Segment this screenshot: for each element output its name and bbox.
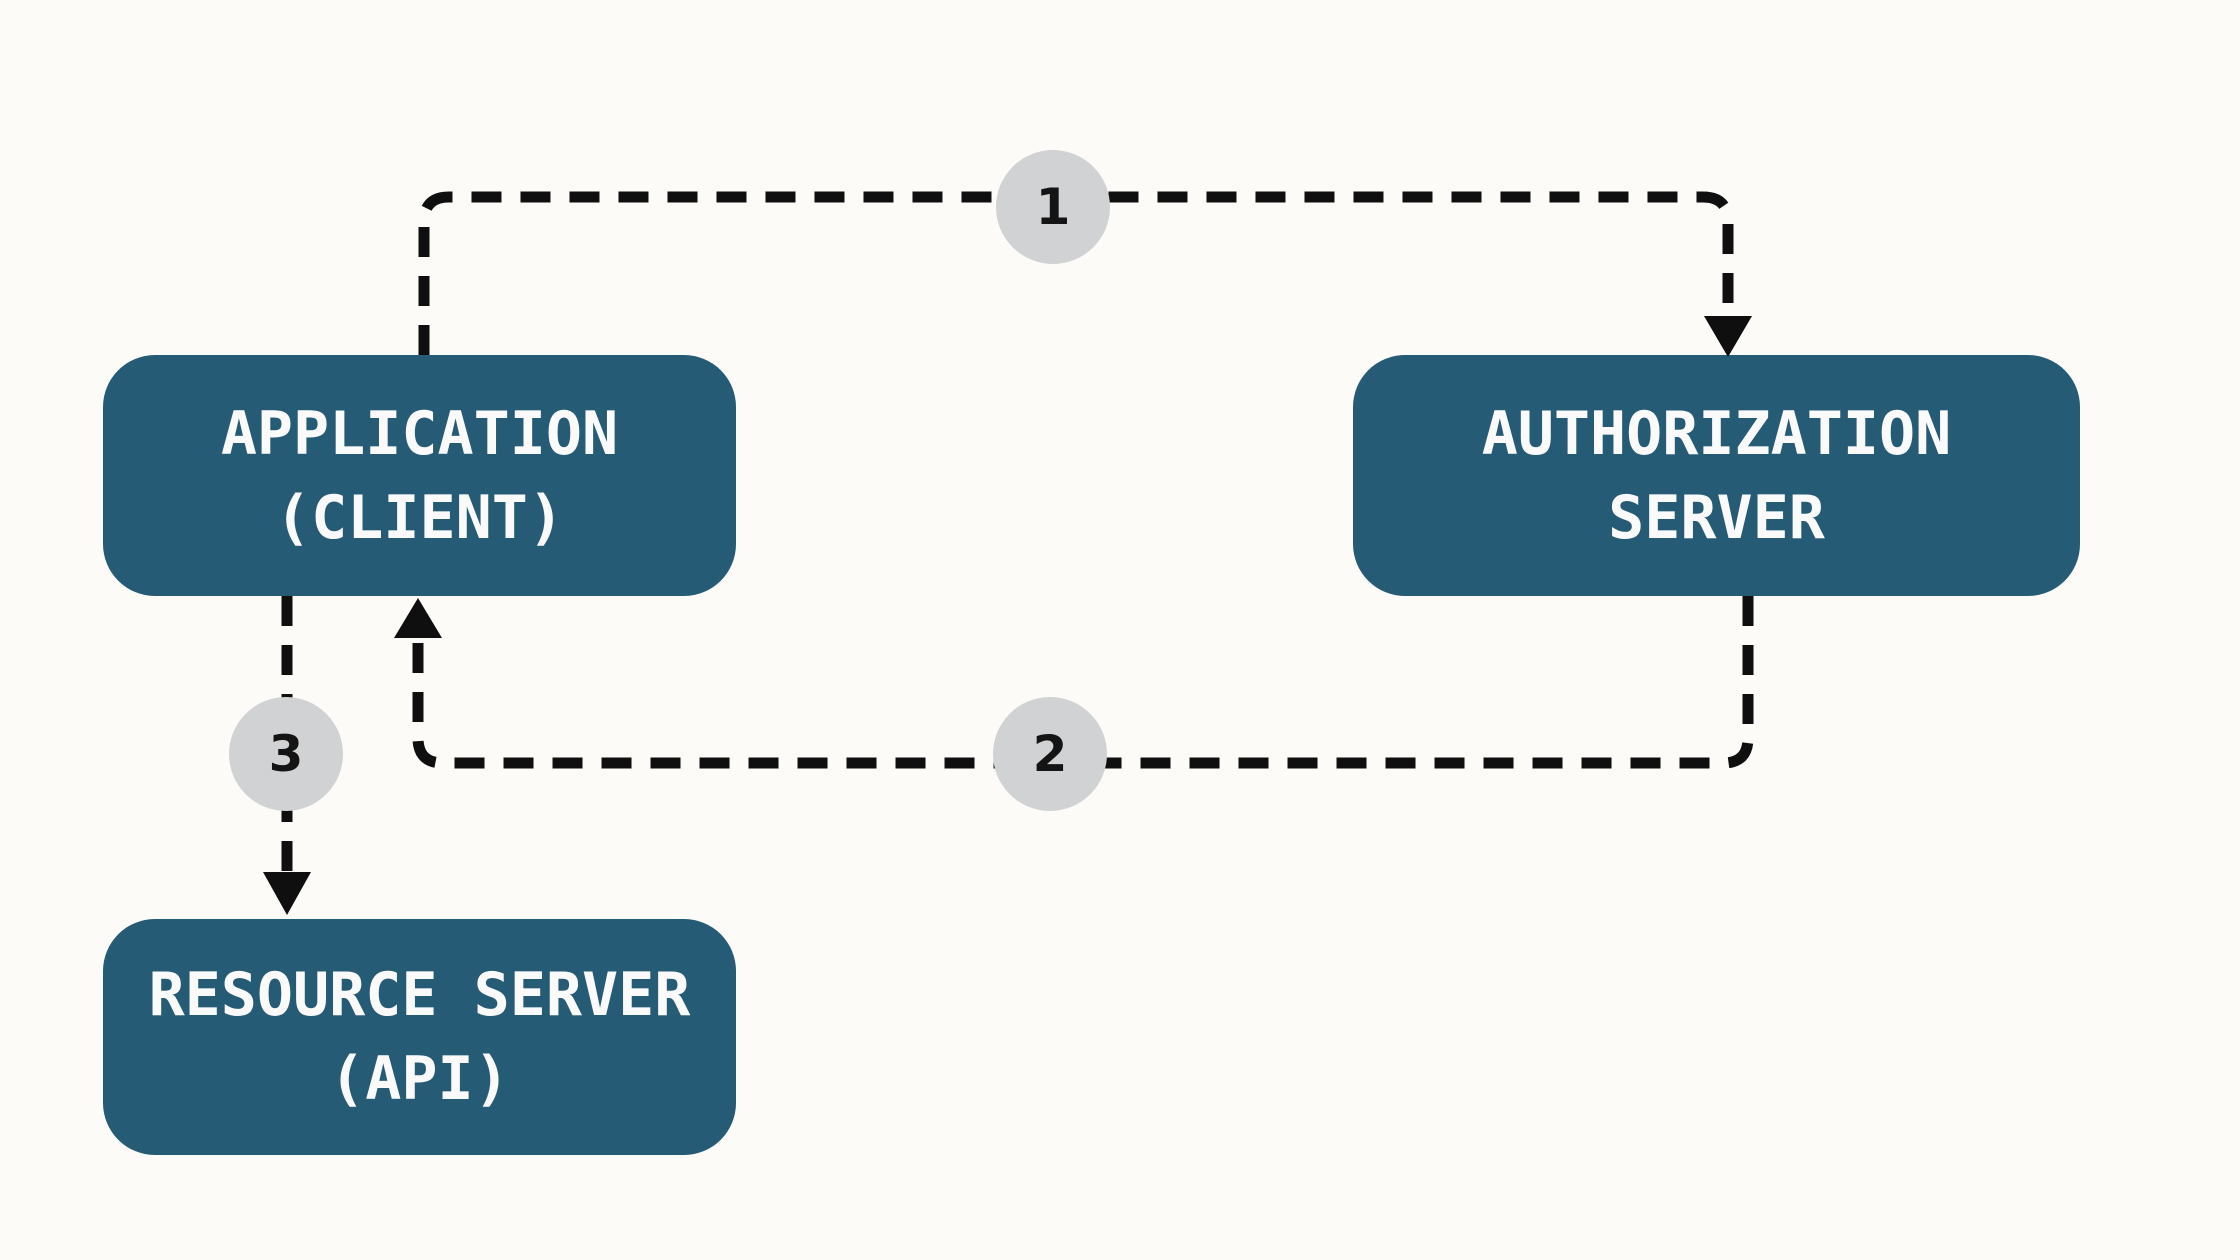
node-resource-server-api: RESOURCE SERVER (API) — [103, 919, 736, 1155]
node-label-line2: SERVER — [1608, 482, 1825, 553]
step-badge-2: 2 — [993, 697, 1107, 811]
flow-1-arrowhead-down-icon — [1704, 316, 1752, 357]
node-label-line2: (CLIENT) — [275, 482, 564, 553]
node-label-line1: APPLICATION — [220, 398, 619, 469]
node-authorization-server: AUTHORIZATION SERVER — [1353, 355, 2080, 596]
flow-3-arrowhead-down-icon — [263, 872, 311, 915]
flow-2-arrowhead-up-icon — [394, 598, 442, 638]
node-label-line1: AUTHORIZATION — [1481, 398, 1952, 469]
step-number: 2 — [1032, 725, 1068, 783]
step-badge-1: 1 — [996, 150, 1110, 264]
step-number: 1 — [1035, 178, 1071, 236]
node-label-line1: RESOURCE SERVER — [148, 960, 691, 1030]
step-badge-3: 3 — [229, 697, 343, 811]
node-application-client: APPLICATION (CLIENT) — [103, 355, 736, 596]
node-label-line2: (API) — [329, 1044, 510, 1114]
step-number: 3 — [268, 725, 304, 783]
